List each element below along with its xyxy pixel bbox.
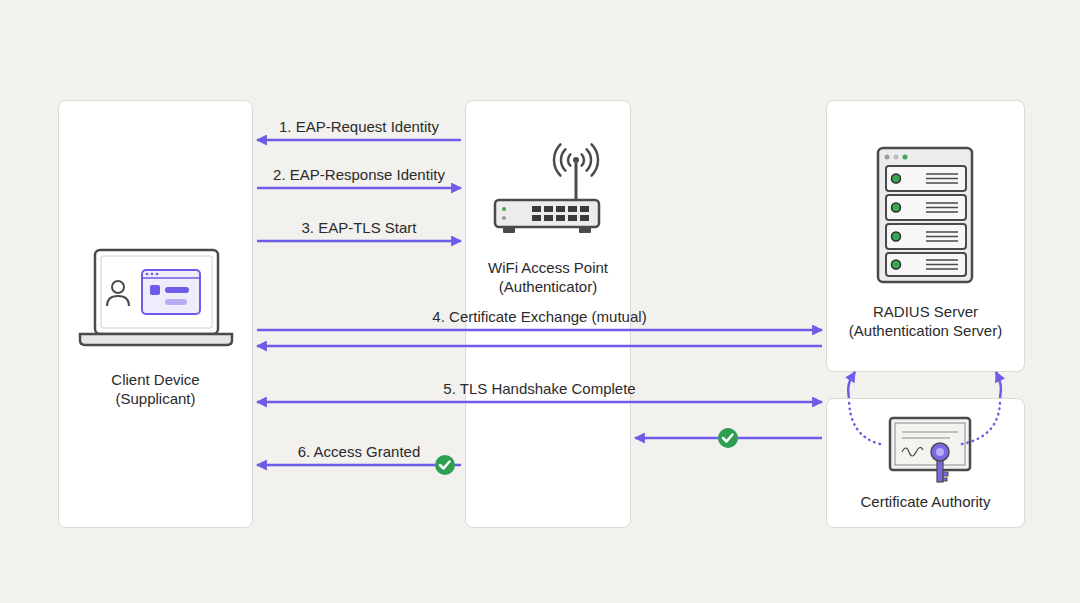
flow-arrow xyxy=(257,240,461,243)
box-label: WiFi Access Point (Authenticator) xyxy=(473,258,623,296)
box-label: Client Device (Supplicant) xyxy=(91,370,221,408)
flow-arrow xyxy=(257,187,461,190)
step-label: 3. EAP-TLS Start xyxy=(301,219,416,237)
flow-arrow xyxy=(848,372,855,398)
component-box: Client Device (Supplicant) xyxy=(58,100,253,528)
box-label: RADIUS Server (Authentication Server) xyxy=(836,302,1016,340)
check-mark xyxy=(723,435,733,442)
component-box: Certificate Authority xyxy=(826,398,1025,528)
check-badge xyxy=(435,455,455,475)
step-label: 1. EAP-Request Identity xyxy=(279,118,439,136)
flow-arrow xyxy=(257,139,461,142)
component-box: RADIUS Server (Authentication Server) xyxy=(826,100,1025,372)
check-mark xyxy=(440,462,450,469)
step-label: 4. Certificate Exchange (mutual) xyxy=(432,308,646,326)
step-label: 5. TLS Handshake Complete xyxy=(443,380,635,398)
flow-arrow xyxy=(635,437,822,440)
flow-arrow xyxy=(257,464,461,467)
box-label: Certificate Authority xyxy=(831,492,1021,511)
step-label: 6. Access Granted xyxy=(298,443,421,461)
flow-arrow xyxy=(996,372,1001,398)
step-label: 2. EAP-Response Identity xyxy=(273,166,445,184)
check-badge xyxy=(718,428,738,448)
